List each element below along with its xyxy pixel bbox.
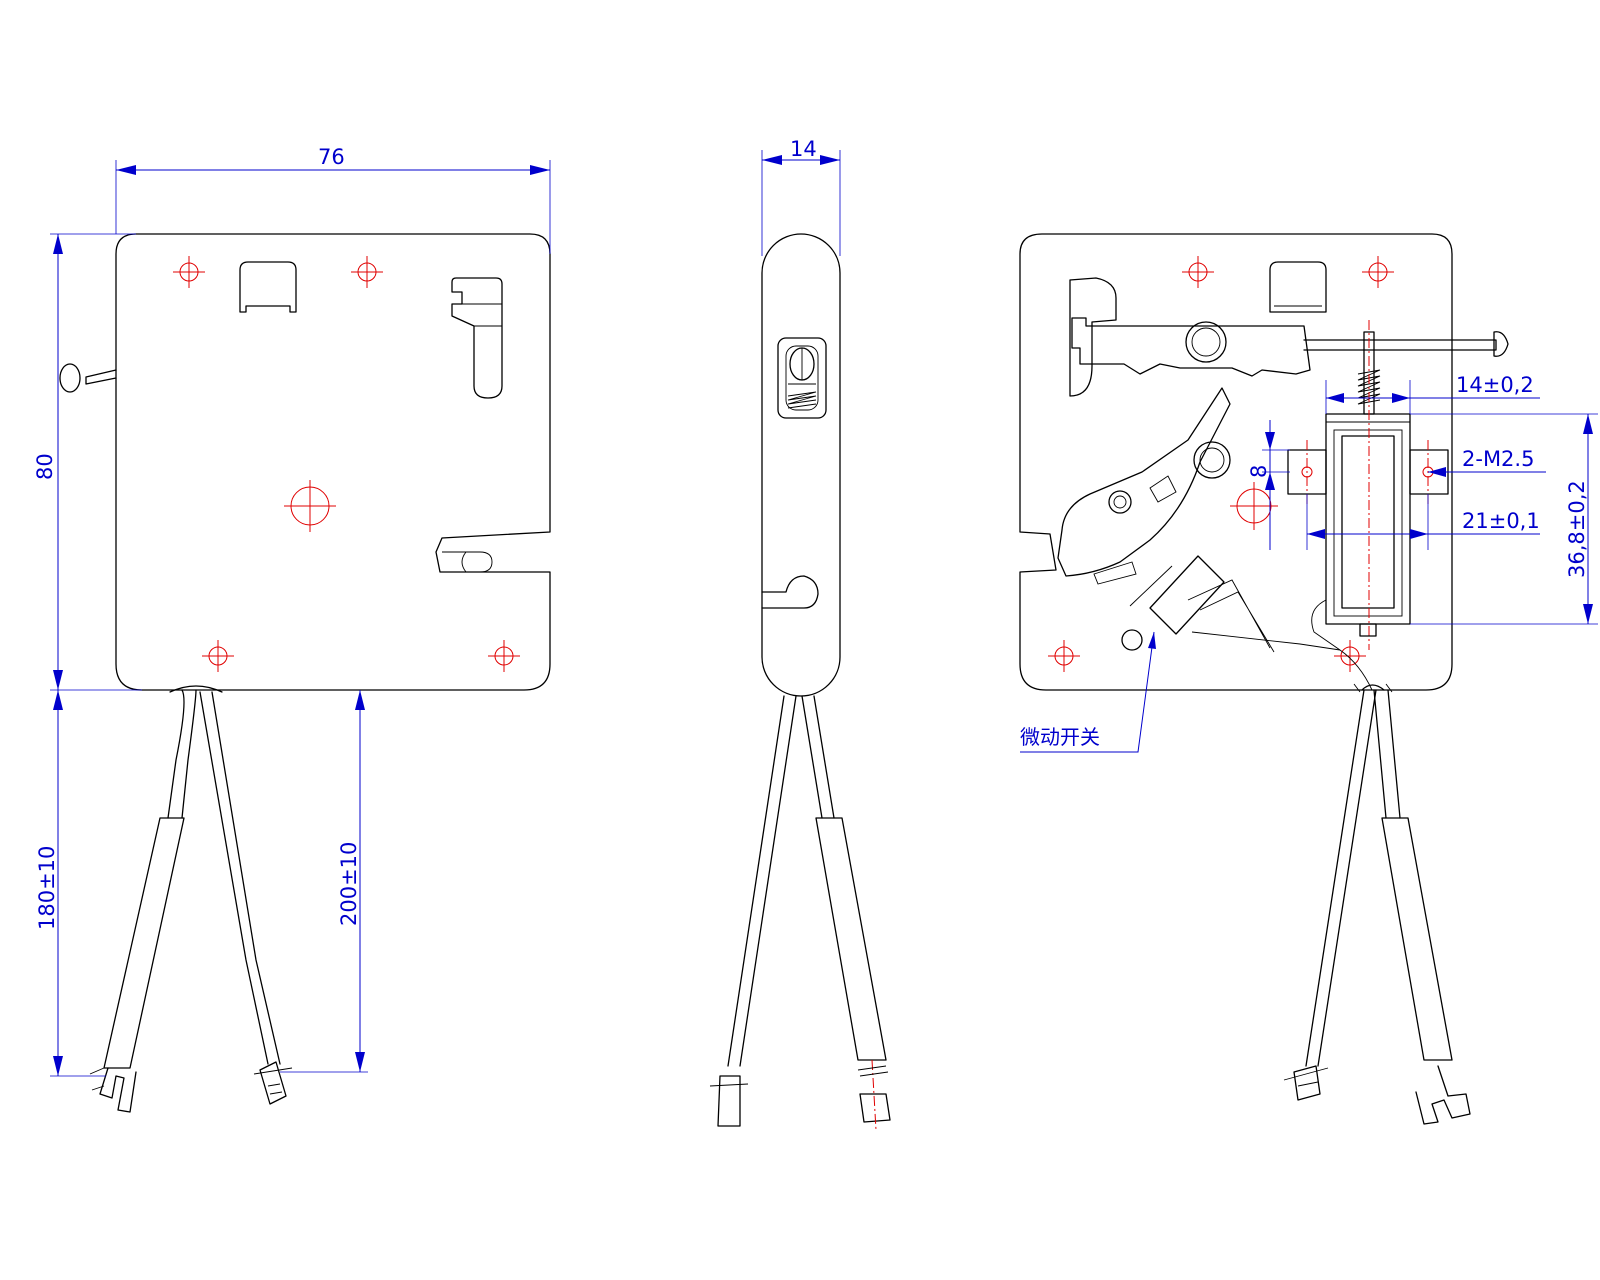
dim-mount-holes: 2-M2.5 bbox=[1462, 447, 1534, 471]
dim-solenoid-length: 36,8±0,2 bbox=[1565, 480, 1589, 578]
internal-mount-hole bbox=[1333, 639, 1367, 673]
dim-front-width: 76 bbox=[318, 145, 345, 169]
side-dimensions: 14 bbox=[761, 137, 841, 256]
front-mount-hole bbox=[172, 255, 206, 289]
dim-side-thickness: 14 bbox=[790, 137, 817, 161]
front-dimensions: 76 80 180±10 200±10 bbox=[33, 145, 551, 1077]
internal-mount-hole bbox=[1047, 639, 1081, 673]
solenoid bbox=[1287, 320, 1449, 691]
front-mount-hole bbox=[487, 639, 521, 673]
dim-wire-right: 200±10 bbox=[337, 842, 361, 926]
front-mount-hole bbox=[201, 639, 235, 673]
internal-body-outline bbox=[1019, 233, 1453, 691]
front-side-knob bbox=[85, 369, 117, 385]
side-body-outline bbox=[761, 233, 841, 697]
dim-plunger-stroke: 14±0,2 bbox=[1456, 373, 1534, 397]
front-center-hole bbox=[284, 480, 336, 532]
front-body-outline bbox=[115, 233, 551, 691]
front-mount-hole bbox=[350, 255, 384, 289]
dim-hole-offset: 8 bbox=[1247, 465, 1271, 478]
internal-mount-hole bbox=[1181, 255, 1215, 289]
internal-view bbox=[1019, 233, 1509, 1125]
side-view bbox=[709, 233, 891, 1131]
internal-latch bbox=[1057, 387, 1231, 577]
front-hook-slot bbox=[451, 277, 503, 399]
front-wires bbox=[89, 685, 293, 1113]
internal-mount-hole bbox=[1361, 255, 1395, 289]
front-top-slot bbox=[239, 261, 297, 313]
internal-dimensions: 14±0,2 36,8±0,2 2-M2.5 21±0,1 8 微动开关 bbox=[1020, 373, 1598, 753]
micro-switch bbox=[1149, 555, 1225, 635]
dim-front-height: 80 bbox=[33, 453, 57, 480]
internal-lever bbox=[1071, 317, 1311, 377]
dim-wire-left: 180±10 bbox=[35, 846, 59, 930]
dim-hole-spacing: 21±0,1 bbox=[1462, 509, 1540, 533]
side-wires bbox=[709, 695, 891, 1131]
micro-switch-label: 微动开关 bbox=[1020, 725, 1100, 749]
internal-wires bbox=[1283, 683, 1471, 1125]
front-view bbox=[59, 233, 551, 1113]
